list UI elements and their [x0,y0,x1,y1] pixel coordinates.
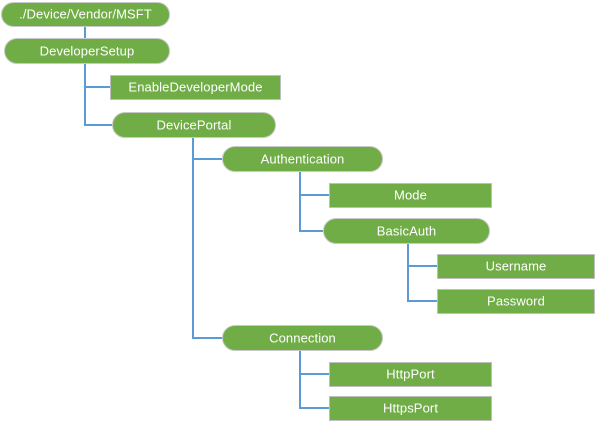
node-basicauth[interactable]: BasicAuth [323,218,490,244]
node-enabledevelopermode[interactable]: EnableDeveloperMode [110,75,281,100]
node-connection[interactable]: Connection [222,325,383,351]
node-developersetup[interactable]: DeveloperSetup [4,38,170,64]
node-label: HttpPort [386,366,435,382]
node-label: Username [485,258,547,274]
node-authentication[interactable]: Authentication [222,146,383,172]
node-label: Connection [269,330,336,345]
node-deviceportal[interactable]: DevicePortal [112,112,276,138]
connector-authentication-to-basicauth [299,172,323,232]
node-label: ./Device/Vendor/MSFT [19,6,152,22]
node-mode[interactable]: Mode [329,183,492,208]
connector-basicauth-to-username [407,244,437,267]
node-label: Mode [394,187,427,203]
node-label: HttpsPort [382,400,439,416]
connector-authentication-to-mode [299,172,329,196]
node-label: EnableDeveloperMode [128,79,263,95]
node-username[interactable]: Username [437,254,595,279]
node-label: Password [487,293,545,309]
node-password[interactable]: Password [437,289,595,314]
node-root[interactable]: ./Device/Vendor/MSFT [1,2,170,27]
connector-connection-to-httpsport [299,351,329,409]
connector-developersetup-to-enabledevelopermode [84,64,110,88]
node-label: Authentication [260,151,345,166]
connector-connection-to-httpport [299,351,329,375]
connector-deviceportal-to-authentication [192,138,222,160]
connector-basicauth-to-password [407,244,437,302]
connector-deviceportal-to-connection [192,138,222,339]
node-httpport[interactable]: HttpPort [329,362,492,387]
node-label: BasicAuth [376,223,437,238]
connector-developersetup-to-deviceportal [84,64,112,126]
node-label: DevicePortal [156,117,232,132]
node-httpsport[interactable]: HttpsPort [329,396,492,421]
node-label: DeveloperSetup [39,43,135,58]
